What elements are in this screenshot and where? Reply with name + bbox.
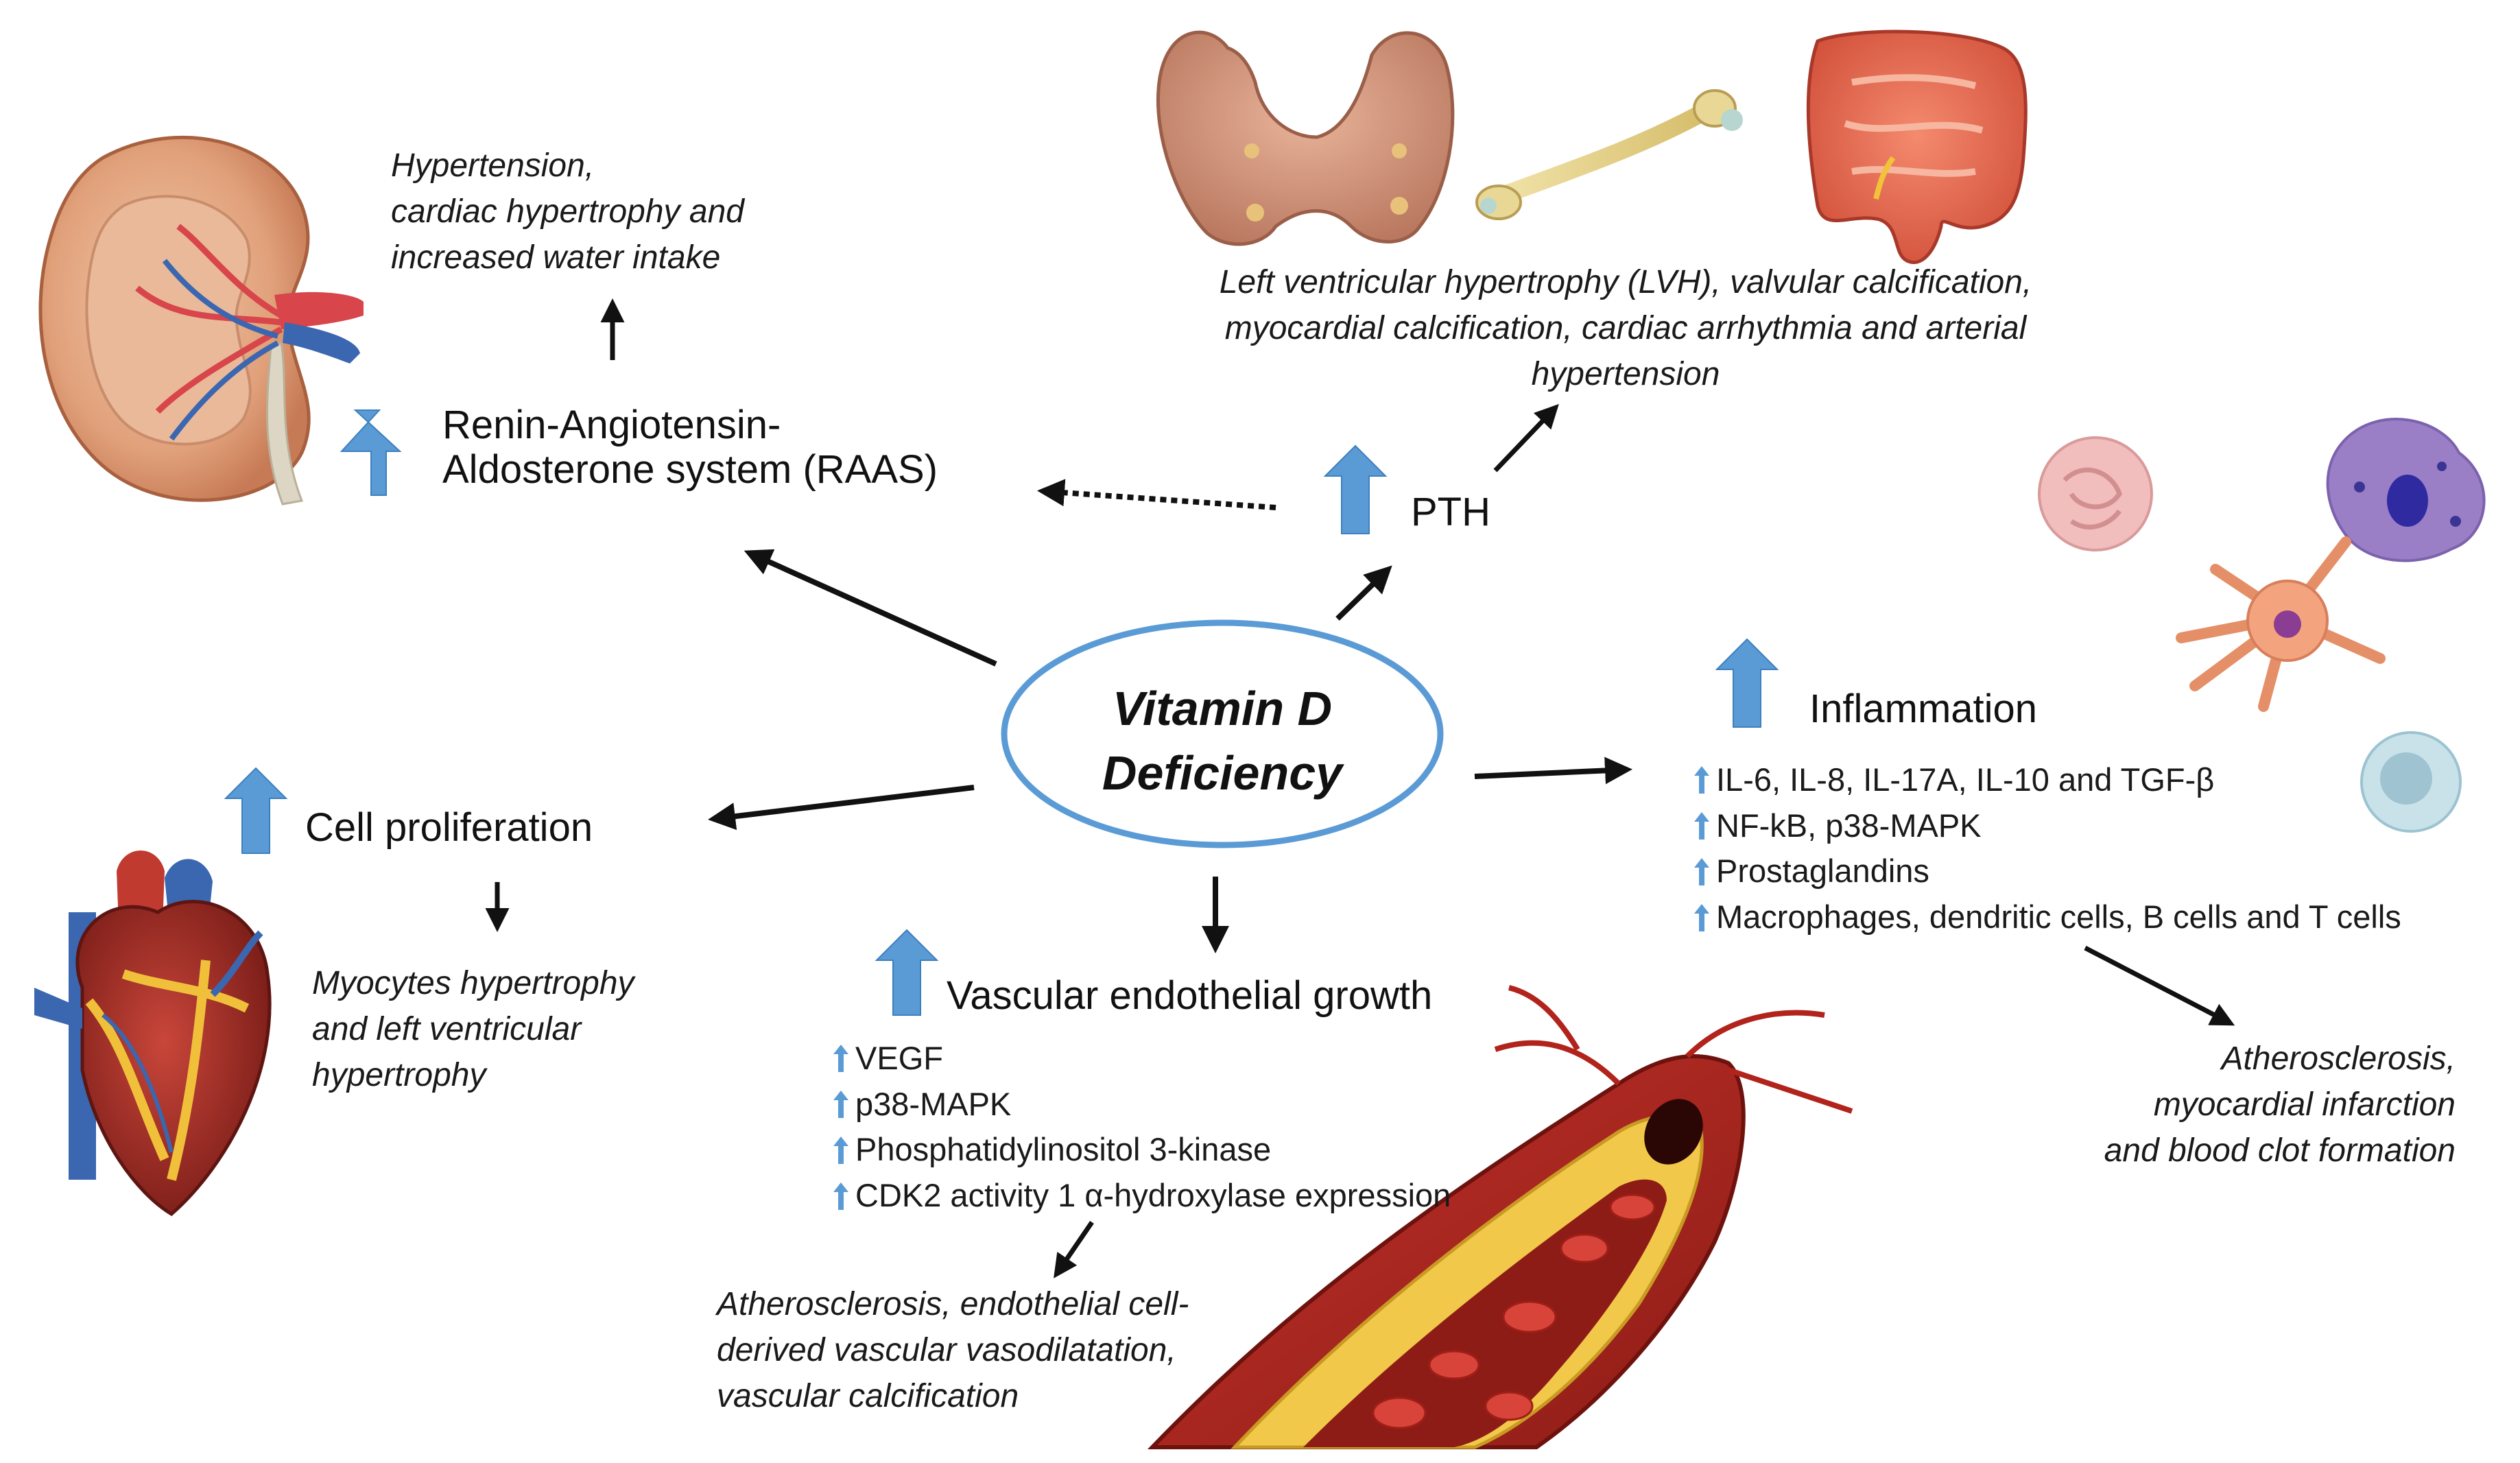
intestine-illustration xyxy=(1806,29,2028,264)
arrow-to-inflammation xyxy=(1474,757,1632,785)
inflammation-effect: Atherosclerosis, myocardial infarction a… xyxy=(2030,1036,2456,1174)
pth-effect-line3: hypertension xyxy=(1531,356,1720,393)
up-arrow-icon xyxy=(224,767,288,854)
cell-effect-line3: hypertrophy xyxy=(312,1057,486,1094)
vascular-effect-line2: derived vascular vasodilatation, xyxy=(717,1332,1176,1369)
small-up-arrow-icon xyxy=(1694,903,1709,931)
inflammation-list: IL-6, IL-8, IL-17A, IL-10 and TGF-β NF-k… xyxy=(1694,757,2401,940)
vascular-title: Vascular endothelial growth xyxy=(947,973,1433,1018)
arrow-to-pth xyxy=(1335,565,1392,621)
up-arrow-icon xyxy=(1715,638,1779,728)
vascular-effect: Atherosclerosis, endothelial cell- deriv… xyxy=(717,1281,1189,1420)
vascular-effect-line1: Atherosclerosis, endothelial cell- xyxy=(717,1286,1189,1322)
arrow-vascular-effect xyxy=(1054,1221,1094,1278)
arrow-pth-effect xyxy=(1493,403,1559,473)
cell-effect-line2: and left ventricular xyxy=(312,1011,582,1048)
small-up-arrow-icon xyxy=(1694,766,1709,794)
thyroid-illustration xyxy=(1156,30,1455,246)
vascular-effect-line3: vascular calcification xyxy=(717,1378,1019,1415)
pth-effect-line2: myocardial calcification, cardiac arrhyt… xyxy=(1224,310,2027,347)
list-item: VEGF xyxy=(833,1036,1451,1082)
small-up-arrow-icon xyxy=(833,1136,848,1164)
dotted-arrow-pth-to-raas xyxy=(1037,479,1276,510)
arrow-to-raas xyxy=(744,549,997,667)
pth-effect: Left ventricular hypertrophy (LVH), valv… xyxy=(1180,259,2071,398)
center-title-line2: Deficiency xyxy=(1102,746,1343,800)
vascular-list: VEGF p38-MAPK Phosphatidylinositol 3-kin… xyxy=(833,1036,1451,1219)
inflammation-title: Inflammation xyxy=(1809,687,2038,731)
inflammation-effect-line2: myocardial infarction xyxy=(2153,1086,2456,1123)
list-item: NF-kB, p38-MAPK xyxy=(1694,803,2401,849)
pth-title: PTH xyxy=(1411,490,1490,534)
cell-proliferation-effect: Myocytes hypertrophy and left ventricula… xyxy=(312,960,634,1099)
list-item: p38-MAPK xyxy=(833,1082,1451,1128)
small-up-arrow-icon xyxy=(833,1182,848,1210)
raas-effect-line2: cardiac hypertrophy and xyxy=(391,193,744,230)
center-ellipse xyxy=(1001,619,1444,848)
small-up-arrow-icon xyxy=(1694,812,1709,840)
center-title-line1: Vitamin D xyxy=(1112,681,1333,735)
small-up-arrow-icon xyxy=(833,1045,848,1073)
inflammation-effect-line1: Atherosclerosis, xyxy=(2221,1040,2456,1077)
up-arrow-icon xyxy=(1323,444,1388,534)
up-arrow-icon xyxy=(875,929,939,1016)
bone-illustration xyxy=(1475,89,1743,220)
cell-proliferation-title: Cell proliferation xyxy=(305,805,593,850)
list-item: IL-6, IL-8, IL-17A, IL-10 and TGF-β xyxy=(1694,757,2401,803)
inflammation-effect-line3: and blood clot formation xyxy=(2104,1132,2456,1169)
arrow-inflammation-effect xyxy=(2084,945,2235,1026)
cell-effect-line1: Myocytes hypertrophy xyxy=(312,965,634,1001)
raas-title-line1: Renin-Angiotensin- xyxy=(442,403,781,447)
artery-plaque-illustration xyxy=(1147,985,1853,1449)
list-item: Prostaglandins xyxy=(1694,848,2401,894)
raas-title-line2: Aldosterone system (RAAS) xyxy=(442,447,938,492)
up-arrow-icon xyxy=(340,409,402,496)
pth-effect-line1: Left ventricular hypertrophy (LVH), valv… xyxy=(1219,264,2032,300)
small-up-arrow-icon xyxy=(1694,857,1709,885)
kidney-illustration xyxy=(38,135,364,505)
immune-cells-illustration xyxy=(2038,418,2486,833)
raas-effect-line1: Hypertension, xyxy=(391,147,595,184)
raas-effect-line3: increased water intake xyxy=(391,239,721,276)
raas-effect: Hypertension, cardiac hypertrophy and in… xyxy=(391,143,744,281)
list-item: Macrophages, dendritic cells, B cells an… xyxy=(1694,894,2401,940)
small-up-arrow-icon xyxy=(833,1091,848,1119)
heart-illustration xyxy=(34,851,272,1217)
arrow-to-cell-proliferation xyxy=(708,785,975,831)
raas-title: Renin-Angiotensin- Aldosterone system (R… xyxy=(442,403,938,492)
center-title: Vitamin D Deficiency xyxy=(1003,624,1442,857)
list-item: CDK2 activity 1 α-hydroxylase expression xyxy=(833,1173,1451,1219)
list-item: Phosphatidylinositol 3-kinase xyxy=(833,1127,1451,1173)
